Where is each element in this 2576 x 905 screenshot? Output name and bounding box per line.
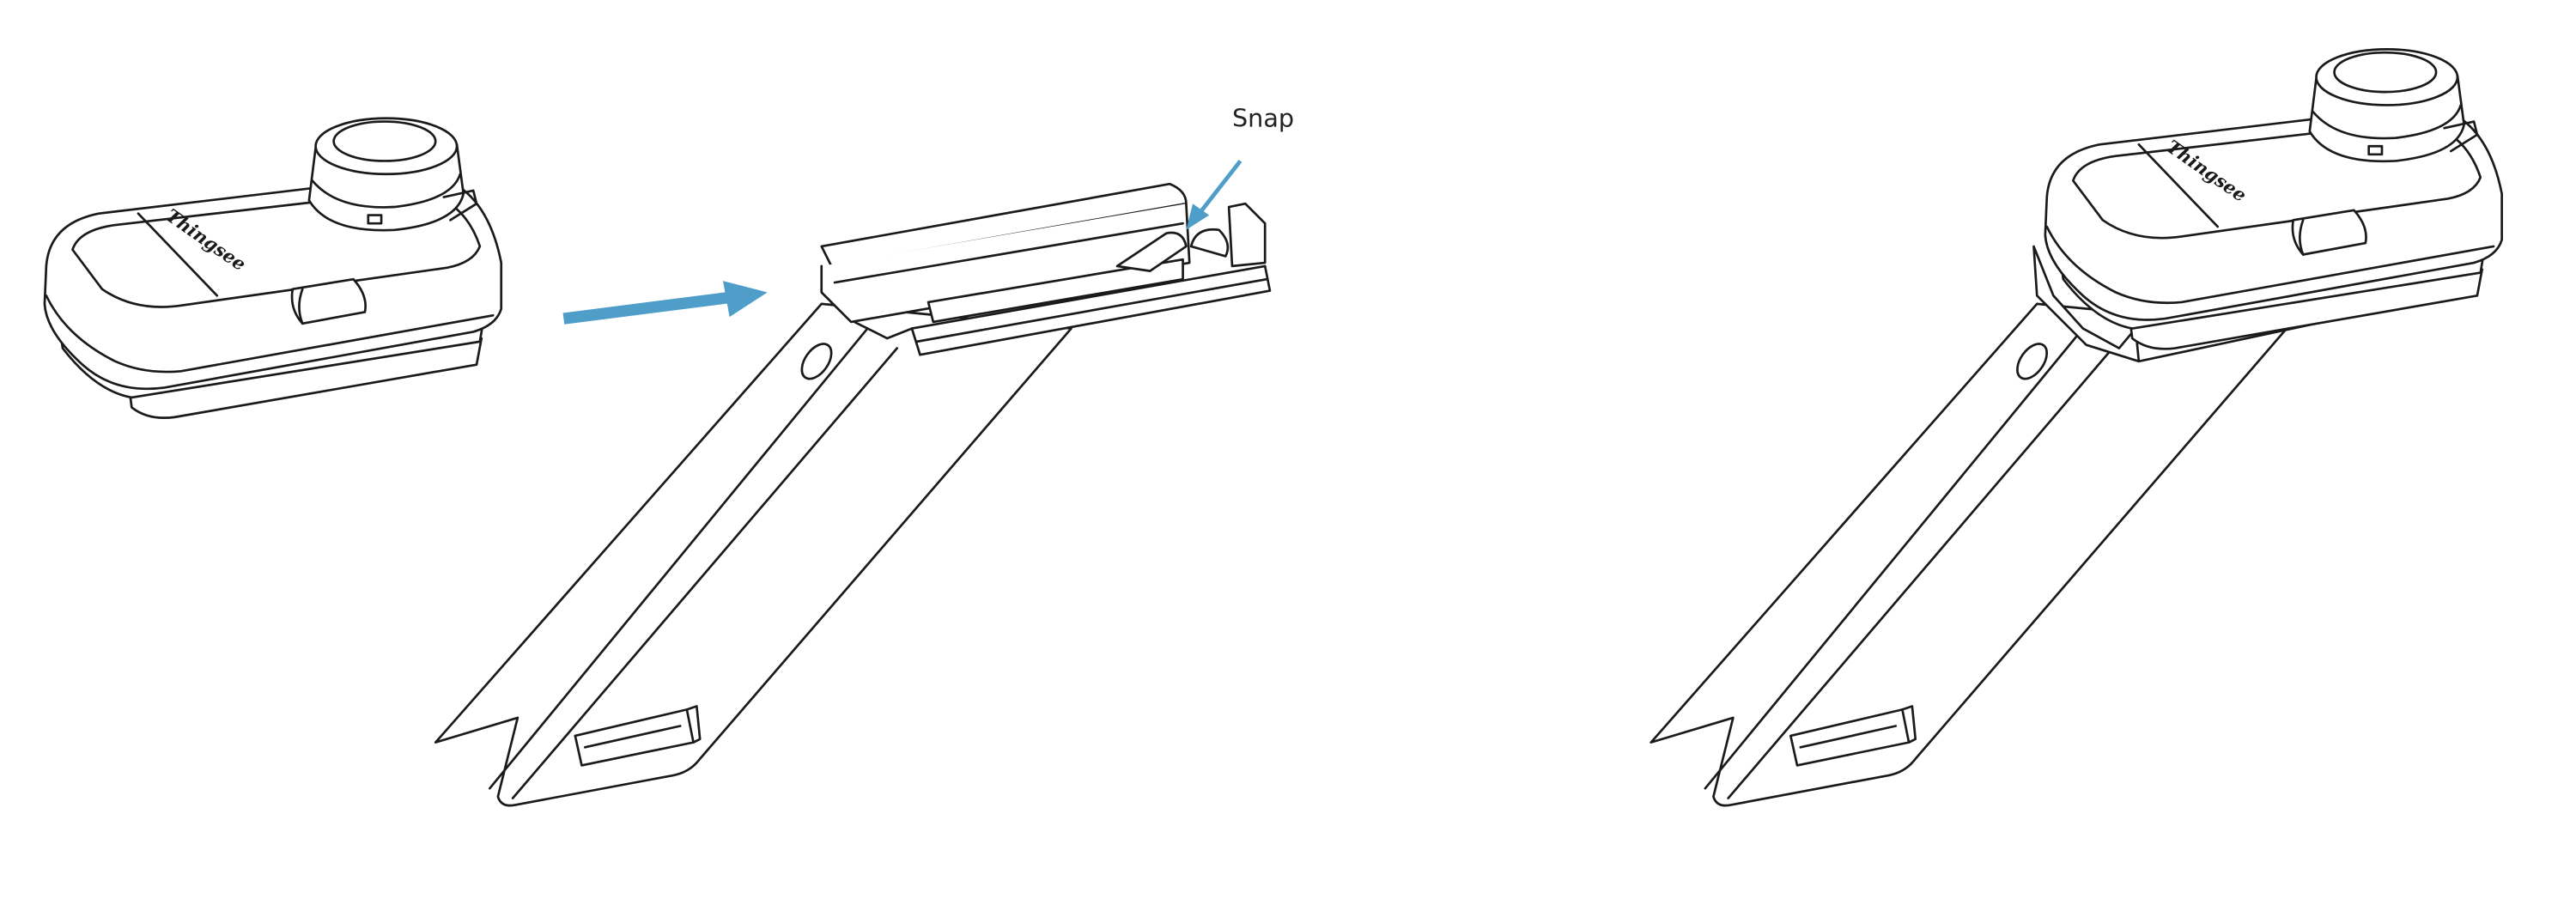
- assembled-bracket: [1649, 245, 2479, 807]
- sensor-device-right: Thingsee: [2044, 48, 2503, 350]
- snap-label: Snap: [1232, 103, 1294, 132]
- insertion-arrow-icon: [562, 281, 768, 325]
- sensor-device-left: Thingsee: [43, 117, 503, 419]
- snap-pointer-icon: [1186, 159, 1242, 230]
- mounting-bracket: [434, 182, 1272, 807]
